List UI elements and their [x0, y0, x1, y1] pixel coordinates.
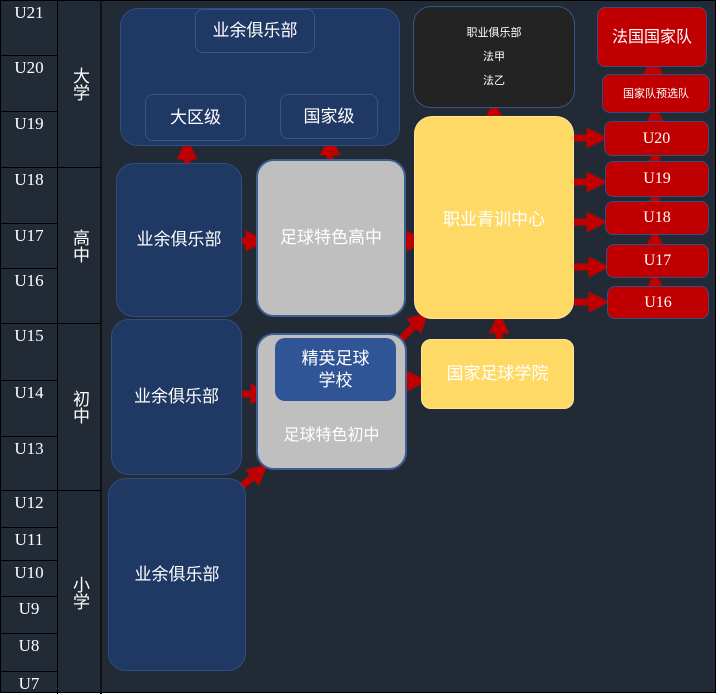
age-label: U12 — [1, 491, 58, 528]
ligue2-label: 法乙 — [483, 74, 505, 87]
team-u16: U16 — [607, 286, 709, 319]
france-national-team: 法国国家队 — [597, 7, 707, 67]
age-label: U10 — [1, 561, 58, 597]
university-amateur-club: 业余俱乐部 — [195, 9, 315, 53]
age-label: U19 — [1, 112, 58, 168]
national-football-academy: 国家足球学院 — [421, 339, 574, 409]
level-primary-school: 小学 — [58, 491, 102, 694]
age-label: U20 — [1, 56, 58, 112]
arrow — [398, 311, 429, 342]
team-u20: U20 — [604, 121, 709, 156]
age-label: U15 — [1, 324, 58, 381]
age-label: U8 — [1, 634, 58, 672]
level-middle-school: 初中 — [58, 324, 102, 491]
regional-level: 大区级 — [145, 94, 246, 141]
team-u17: U17 — [606, 244, 709, 278]
age-label: U21 — [1, 1, 58, 56]
ligue1-label: 法甲 — [483, 50, 505, 63]
national-preselection-team: 国家队预选队 — [602, 74, 710, 113]
team-u19: U19 — [605, 161, 709, 197]
football-high-school: 足球特色高中 — [256, 159, 406, 317]
pro-club-label: 职业俱乐部 — [466, 26, 522, 39]
age-label: U7 — [1, 672, 58, 694]
pro-youth-center: 职业青训中心 — [414, 116, 574, 319]
age-label: U13 — [1, 437, 58, 491]
team-u18: U18 — [605, 201, 709, 235]
elite-football-school: 精英足球学校 — [275, 338, 396, 401]
middle-school-amateur-club: 业余俱乐部 — [111, 319, 242, 475]
arrow — [239, 464, 269, 489]
age-label: U16 — [1, 269, 58, 324]
level-university: 大学 — [58, 1, 102, 168]
age-label: U18 — [1, 168, 58, 224]
primary-school-amateur-club: 业余俱乐部 — [108, 478, 246, 671]
national-level: 国家级 — [280, 94, 378, 139]
age-label: U11 — [1, 528, 58, 561]
age-label: U17 — [1, 224, 58, 269]
pro-clubs-box: 职业俱乐部 法甲 法乙 — [413, 6, 575, 108]
age-label: U14 — [1, 381, 58, 437]
level-high-school: 高中 — [58, 168, 102, 324]
age-label: U9 — [1, 597, 58, 634]
high-school-amateur-club: 业余俱乐部 — [116, 163, 242, 317]
